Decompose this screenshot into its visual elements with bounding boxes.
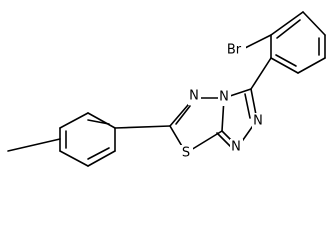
bond-t5-t6 [87,150,116,167]
bond-c1-c2 [302,11,326,36]
bond-c3-c4 [297,57,326,74]
bond-t4-t5 [59,150,89,167]
bond-aryl-c3 [250,57,272,90]
structure-canvas: Br N N N N S [7,11,326,167]
bond-n1-c8a-inner [216,132,232,148]
bond-t1-t2 [87,112,116,129]
bond-t2-t3 [59,112,89,129]
triazolothiadiazole-core [169,88,258,154]
bond-c6-tolyl [114,125,171,129]
atom-labels: Br N N N N S [180,42,265,162]
sulfur-label: S [182,146,190,161]
bond-t5-t6-inner [87,147,110,160]
bond-n5-c6-inner [175,105,191,125]
bromophenyl-ring [270,11,326,74]
bond-c4-c5 [270,57,299,74]
bond-c6-c1-inner [276,19,301,39]
bromine-label: Br [227,43,242,58]
bond-c6-c1 [270,11,304,36]
nitrogen-n5-label: N [189,89,199,104]
bond-c-br [244,34,272,49]
bond-methyl [7,138,61,152]
molecule-structure: Br N N N N S [7,11,326,167]
bond-t1-t2-inner [87,119,110,125]
tolyl-ring [59,112,116,167]
bond-c4-c5-inner [275,54,297,67]
bond-c3-n2-inner [244,93,251,119]
nitrogen-n4-label: N [219,90,229,105]
nitrogen-n2-label: N [253,114,263,129]
nitrogen-n1-label: N [231,140,241,155]
